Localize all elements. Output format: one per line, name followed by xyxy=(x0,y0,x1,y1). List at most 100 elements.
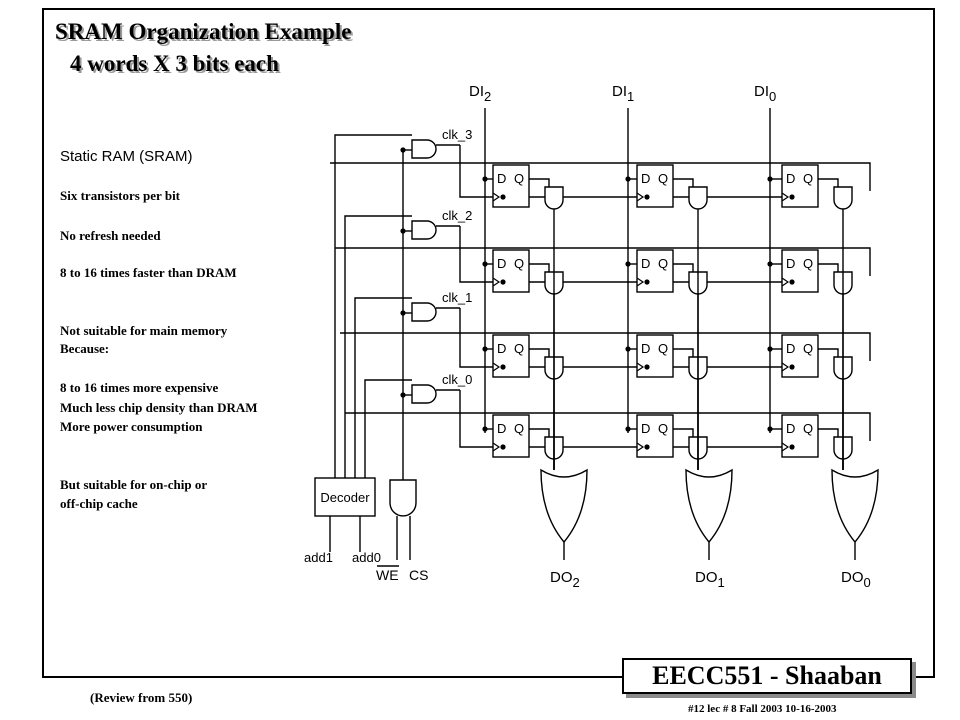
flip-flop xyxy=(492,414,530,458)
clock-triangle xyxy=(636,277,645,287)
flip-flop-d: D xyxy=(497,256,506,271)
clock-triangle xyxy=(492,442,501,452)
flip-flop-q-out xyxy=(529,263,550,274)
flip-flop-q: Q xyxy=(658,341,668,356)
junction-dot xyxy=(789,364,795,370)
flip-flop-d: D xyxy=(497,171,506,186)
note-item: off-chip cache xyxy=(60,496,138,511)
flip-flop-q: Q xyxy=(803,171,813,186)
decoder-select-line xyxy=(334,134,412,478)
flip-flop xyxy=(781,164,819,208)
flip-flop-d: D xyxy=(786,171,795,186)
flip-flop-d: D xyxy=(786,421,795,436)
flip-flop-q-out xyxy=(673,263,694,274)
decoder-select-line xyxy=(354,297,412,478)
flip-flop xyxy=(636,414,674,458)
flip-flop-q: Q xyxy=(803,421,813,436)
junction-dot xyxy=(482,261,488,267)
junction-dot xyxy=(767,176,773,182)
flip-flop-q: Q xyxy=(514,421,524,436)
junction-dot xyxy=(644,444,650,450)
flip-flop xyxy=(492,334,530,378)
data-input-label: DI2 xyxy=(469,83,491,104)
flip-flop-q: Q xyxy=(803,256,813,271)
decoder-select-line xyxy=(344,215,412,478)
flip-flop xyxy=(636,249,674,293)
data-output-label: DO0 xyxy=(841,569,871,590)
data-input-label: DI0 xyxy=(754,83,776,104)
junction-dot xyxy=(767,261,773,267)
junction-dot xyxy=(644,364,650,370)
clock-and-gate xyxy=(411,139,437,159)
chip-select-label: CS xyxy=(409,567,428,583)
flip-flop-d: D xyxy=(786,341,795,356)
review-note: (Review from 550) xyxy=(90,690,193,705)
clock-line xyxy=(459,226,782,283)
junction-dot xyxy=(789,194,795,200)
junction-dot xyxy=(625,176,631,182)
flip-flop xyxy=(781,334,819,378)
read-and-gate xyxy=(544,186,564,210)
course-badge-label: EECC551 - Shaaban xyxy=(652,661,882,690)
flip-flop-q-out xyxy=(818,428,839,439)
flip-flop-q-out xyxy=(818,348,839,359)
row-select-line xyxy=(335,247,871,276)
clock-triangle xyxy=(636,442,645,452)
data-output-label: DO2 xyxy=(550,569,580,590)
clock-label: clk_1 xyxy=(442,290,472,305)
output-or-gate xyxy=(685,468,733,544)
junction-dot xyxy=(400,310,406,316)
slide-footer: #12 lec # 8 Fall 2003 10-16-2003 xyxy=(688,703,837,715)
junction-dot xyxy=(500,194,506,200)
junction-dot xyxy=(644,279,650,285)
flip-flop-d: D xyxy=(786,256,795,271)
clock-and-gate xyxy=(411,384,437,404)
row-select-line xyxy=(340,332,871,361)
clock-triangle xyxy=(636,362,645,372)
decoder-label: Decoder xyxy=(320,490,370,505)
note-item: Six transistors per bit xyxy=(60,188,181,203)
junction-dot xyxy=(400,392,406,398)
clock-triangle xyxy=(492,362,501,372)
note-item: More power consumption xyxy=(60,419,203,434)
clock-label: clk_0 xyxy=(442,372,472,387)
flip-flop-q-out xyxy=(818,178,839,189)
address-label-add1: add1 xyxy=(304,550,333,565)
junction-dot xyxy=(400,228,406,234)
address-label-add0: add0 xyxy=(352,550,381,565)
flip-flop-d: D xyxy=(641,421,650,436)
note-item: 8 to 16 times more expensive xyxy=(60,380,219,395)
flip-flop xyxy=(636,334,674,378)
write-enable-and-gate xyxy=(389,479,417,517)
note-item: No refresh needed xyxy=(60,228,161,243)
flip-flop-q-out xyxy=(818,263,839,274)
clock-triangle xyxy=(636,192,645,202)
clock-and-gate xyxy=(411,302,437,322)
notes-heading: Static RAM (SRAM) xyxy=(60,148,193,165)
clock-triangle xyxy=(781,277,790,287)
note-item: But suitable for on-chip or xyxy=(60,477,208,492)
flip-flop-q: Q xyxy=(658,171,668,186)
write-enable-label: WE xyxy=(376,567,399,583)
flip-flop-q: Q xyxy=(514,341,524,356)
flip-flop-q-out xyxy=(673,428,694,439)
junction-dot xyxy=(789,444,795,450)
flip-flop xyxy=(492,249,530,293)
data-input-label: DI1 xyxy=(612,83,634,104)
decoder-block xyxy=(314,477,376,517)
flip-flop-q: Q xyxy=(514,256,524,271)
row-select-line xyxy=(330,162,871,191)
read-and-gate xyxy=(833,186,853,210)
data-output-label: DO1 xyxy=(695,569,725,590)
